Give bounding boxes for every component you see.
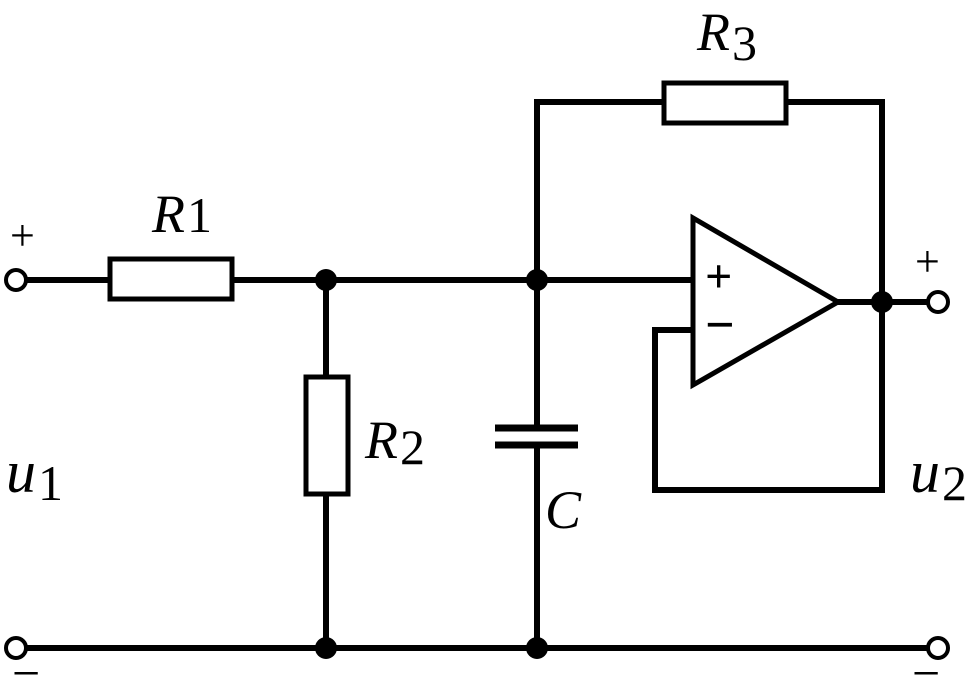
- output-minus-sign: −: [912, 645, 940, 684]
- opamp-triangle: [690, 213, 844, 390]
- opamp-plus-sign: +: [705, 250, 732, 303]
- capacitor-c: [495, 424, 578, 449]
- input-plus-sign: +: [10, 211, 35, 260]
- input-minus-sign: −: [12, 645, 40, 684]
- label-r1-main: R: [151, 184, 185, 244]
- label-r1-sub: 1: [187, 187, 212, 243]
- label-u2-sub: 2: [942, 455, 967, 511]
- label-u1: u1: [6, 439, 63, 511]
- terminal-input-top: [4, 268, 28, 292]
- label-u1-sub: 1: [38, 455, 63, 511]
- resistor-r2: [303, 374, 351, 497]
- opamp-minus-sign: −: [705, 297, 735, 354]
- terminal-output-bottom: [926, 636, 950, 660]
- label-u1-main: u: [6, 439, 36, 505]
- label-u2: u2: [910, 439, 967, 511]
- label-r3: R3: [696, 2, 757, 71]
- resistor-r1: [107, 256, 235, 302]
- label-r1: R1: [151, 184, 212, 244]
- resistor-r3: [661, 80, 789, 126]
- terminal-output-top: [926, 290, 950, 314]
- junction-dots: [315, 269, 893, 659]
- label-r2-main: R: [364, 410, 398, 470]
- label-r3-main: R: [696, 2, 730, 62]
- label-c: C: [545, 480, 582, 540]
- wires: [17, 99, 937, 651]
- output-plus-sign: +: [915, 237, 940, 286]
- label-r2: R2: [364, 410, 425, 475]
- label-r3-sub: 3: [732, 15, 757, 71]
- label-u2-main: u: [910, 439, 940, 505]
- terminal-input-bottom: [4, 636, 28, 660]
- label-r2-sub: 2: [400, 419, 425, 475]
